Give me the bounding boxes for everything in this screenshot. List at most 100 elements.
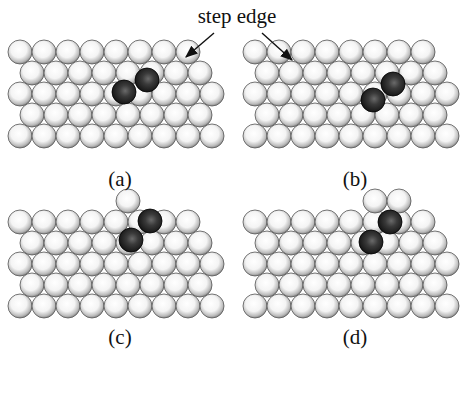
dark-atom xyxy=(135,68,159,92)
atom xyxy=(8,40,32,64)
atom xyxy=(327,231,351,255)
dark-atom xyxy=(112,80,136,104)
atom xyxy=(303,61,327,85)
atom xyxy=(140,103,164,127)
atom xyxy=(44,231,68,255)
atom xyxy=(291,294,315,318)
atom xyxy=(164,103,188,127)
atom xyxy=(44,103,68,127)
atom xyxy=(188,103,212,127)
atom xyxy=(387,124,411,148)
atom xyxy=(20,273,44,297)
atom xyxy=(243,252,267,276)
atom xyxy=(315,210,339,234)
atom xyxy=(411,210,435,234)
atom xyxy=(32,210,56,234)
atom xyxy=(255,273,279,297)
atom xyxy=(92,61,116,85)
atom xyxy=(80,294,104,318)
atom xyxy=(8,82,32,106)
atom xyxy=(387,40,411,64)
dark-atom xyxy=(138,209,162,233)
atom xyxy=(116,189,140,213)
atom xyxy=(279,273,303,297)
atom xyxy=(164,61,188,85)
atom xyxy=(279,61,303,85)
atom xyxy=(20,61,44,85)
atom xyxy=(20,231,44,255)
atom xyxy=(435,124,459,148)
atom xyxy=(387,252,411,276)
atom xyxy=(188,231,212,255)
atom xyxy=(435,252,459,276)
atom xyxy=(32,40,56,64)
atom xyxy=(152,124,176,148)
atom xyxy=(327,61,351,85)
atom xyxy=(176,210,200,234)
atom xyxy=(152,252,176,276)
atom xyxy=(176,40,200,64)
dark-atom xyxy=(119,228,143,252)
atom xyxy=(176,124,200,148)
atom xyxy=(104,252,128,276)
atom xyxy=(140,231,164,255)
atom xyxy=(104,40,128,64)
panel-label: (b) xyxy=(343,168,368,191)
atom xyxy=(291,210,315,234)
atom xyxy=(363,40,387,64)
atom xyxy=(255,103,279,127)
atom xyxy=(267,124,291,148)
atom xyxy=(68,231,92,255)
atom xyxy=(411,294,435,318)
atom xyxy=(315,252,339,276)
atom xyxy=(176,294,200,318)
atom xyxy=(92,231,116,255)
atom xyxy=(56,40,80,64)
atom xyxy=(363,189,387,213)
atom xyxy=(243,40,267,64)
atom xyxy=(279,103,303,127)
atom xyxy=(435,82,459,106)
atom xyxy=(68,103,92,127)
atom xyxy=(164,273,188,297)
atom xyxy=(399,273,423,297)
atom xyxy=(44,273,68,297)
atom xyxy=(80,82,104,106)
atom xyxy=(291,82,315,106)
atom xyxy=(56,294,80,318)
atom xyxy=(291,40,315,64)
atom xyxy=(327,103,351,127)
atom xyxy=(363,252,387,276)
atom xyxy=(20,103,44,127)
atom xyxy=(243,124,267,148)
atom xyxy=(339,40,363,64)
atom xyxy=(411,124,435,148)
atom xyxy=(375,273,399,297)
atom xyxy=(315,124,339,148)
atom xyxy=(351,61,375,85)
atom xyxy=(339,124,363,148)
atom xyxy=(200,294,224,318)
atom xyxy=(80,40,104,64)
atom xyxy=(423,61,447,85)
atom xyxy=(363,124,387,148)
atom xyxy=(291,124,315,148)
atom xyxy=(200,252,224,276)
atom xyxy=(243,82,267,106)
atom xyxy=(339,252,363,276)
atom xyxy=(423,231,447,255)
atom xyxy=(68,61,92,85)
atom xyxy=(387,294,411,318)
atom xyxy=(56,210,80,234)
leader-arrow xyxy=(186,33,214,57)
atom xyxy=(92,273,116,297)
atom xyxy=(200,82,224,106)
atom xyxy=(128,40,152,64)
atom xyxy=(339,210,363,234)
atom xyxy=(128,252,152,276)
atom xyxy=(164,231,188,255)
atom xyxy=(8,294,32,318)
dark-atom xyxy=(378,210,402,234)
